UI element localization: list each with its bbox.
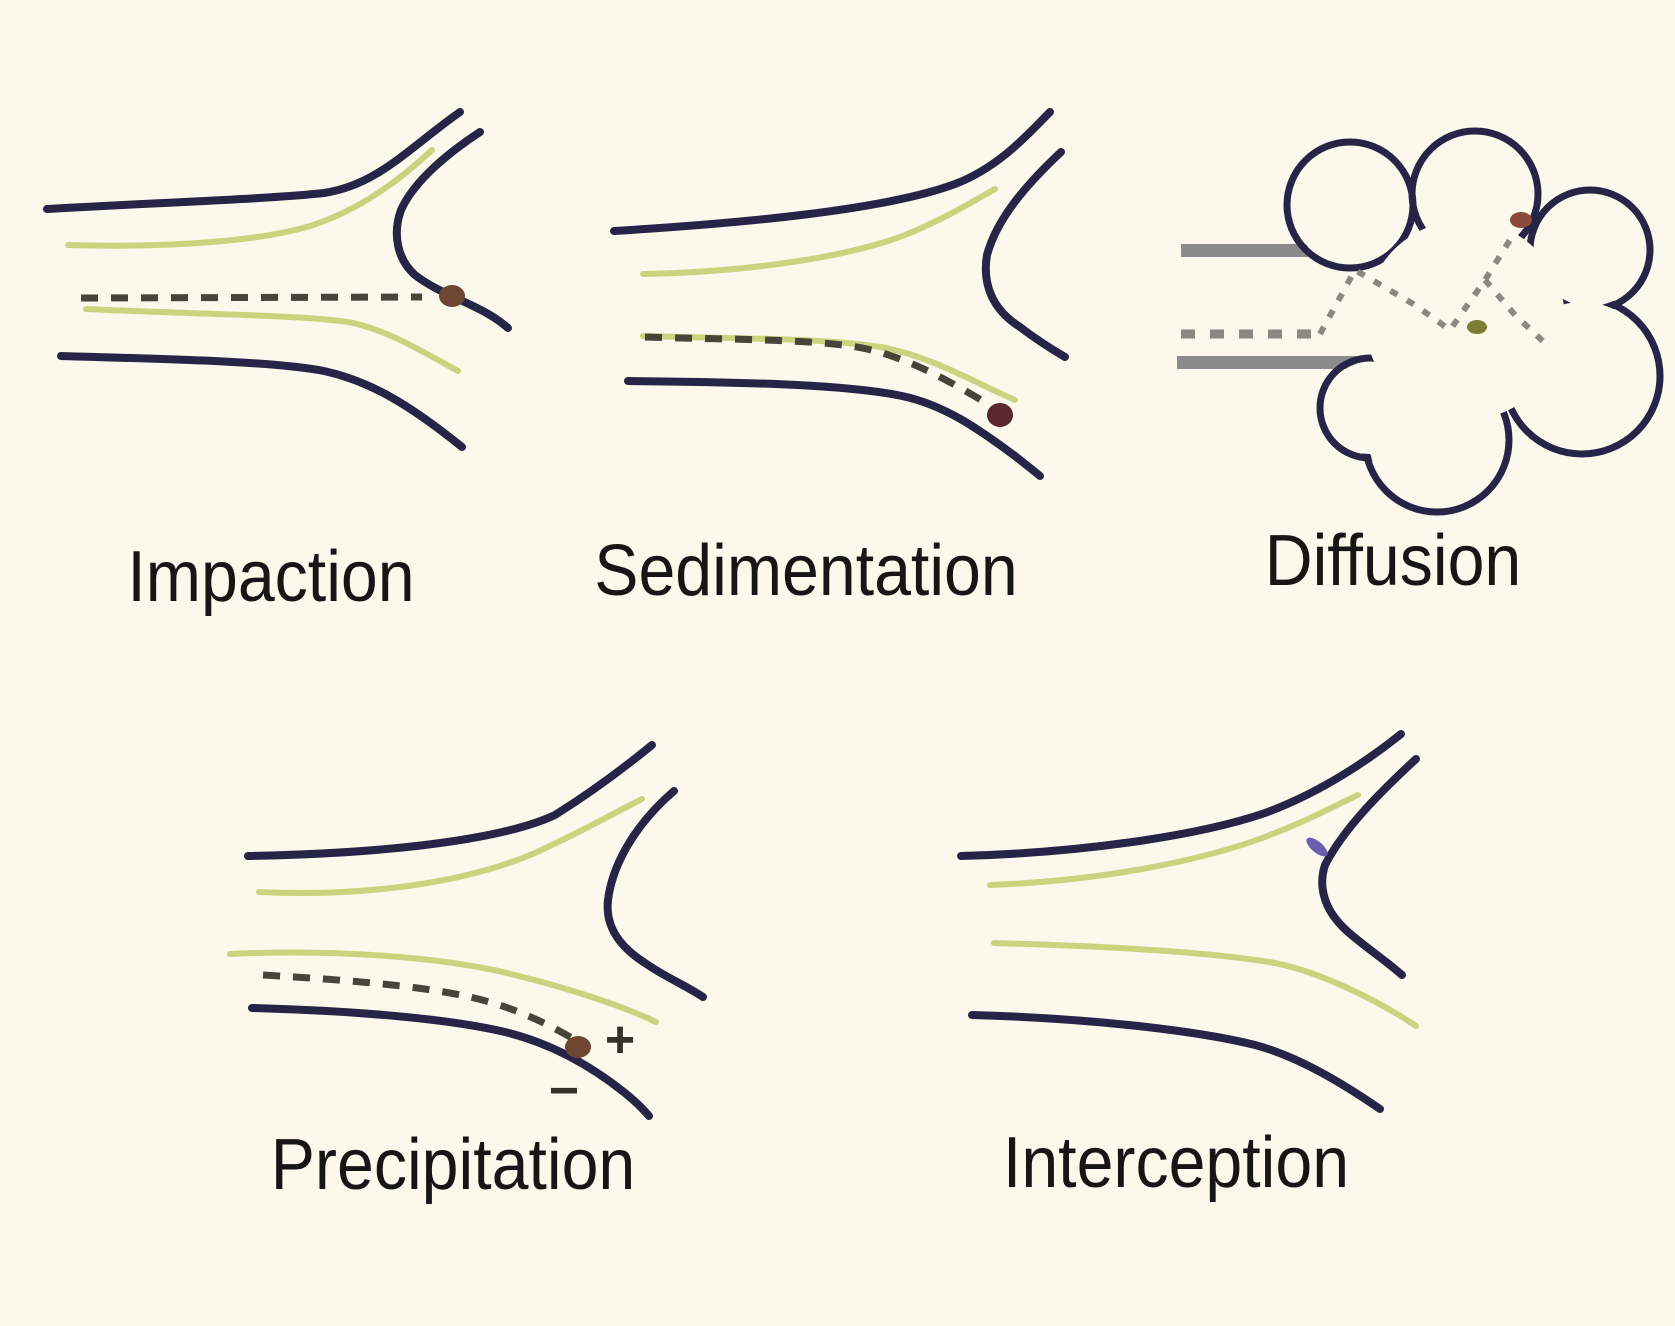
impaction-diagram (43, 108, 512, 451)
panel-diffusion (1165, 127, 1675, 530)
alveolus-outline (1283, 127, 1664, 516)
plus-charge-symbol: + (605, 1011, 635, 1069)
streamline-upper (987, 792, 1361, 888)
panel-impaction (30, 95, 530, 465)
streamline-upper (256, 796, 645, 896)
settling-particle-trajectory (644, 333, 992, 409)
airway-lower-wall (57, 352, 466, 451)
panel-precipitation: + − (215, 735, 715, 1130)
panel-interception (945, 725, 1435, 1120)
precipitation-diagram: + − (227, 741, 707, 1120)
random-walk-path (1317, 233, 1516, 336)
duct-upper-wall (1181, 244, 1308, 257)
airway-carina-wall (603, 787, 707, 1001)
charged-particle-trajectory (262, 971, 579, 1045)
airway-lower-wall (968, 1011, 1384, 1113)
streamline-lower (83, 306, 461, 374)
streamline-upper (640, 186, 998, 277)
diffusing-particle-icon (1510, 212, 1532, 228)
diffusion-diagram (1177, 127, 1664, 516)
minus-charge-symbol: − (549, 1062, 579, 1120)
sedimentation-diagram (610, 108, 1069, 480)
airway-carina-wall (1318, 755, 1420, 979)
streamline-lower (640, 333, 1018, 403)
airway-lower-wall (248, 1004, 653, 1120)
streamline-lower (227, 949, 659, 1025)
precipitation-label: Precipitation (270, 1125, 636, 1205)
airway-upper-wall (43, 108, 464, 213)
airway-upper-wall (610, 108, 1054, 235)
deposited-particle-icon (987, 403, 1013, 427)
panel-sedimentation (595, 100, 1095, 490)
sedimentation-label: Sedimentation (594, 531, 1018, 611)
interception-diagram (957, 730, 1420, 1113)
duct-lower-wall (1177, 356, 1357, 369)
airway-upper-wall (244, 741, 656, 860)
secondary-particle-icon (1467, 320, 1487, 334)
airway-carina-wall (981, 148, 1069, 361)
airway-carina-wall (392, 128, 512, 332)
particle-trajectory (80, 293, 423, 302)
diffusion-label: Diffusion (1264, 521, 1522, 601)
impacted-particle-icon (439, 285, 465, 307)
interception-label: Interception (1002, 1123, 1350, 1203)
impaction-label: Impaction (127, 537, 415, 617)
streamline-upper (65, 147, 435, 249)
streamline-lower (991, 940, 1419, 1029)
airway-lower-wall (624, 377, 1044, 480)
airway-upper-wall (957, 730, 1405, 860)
intercepted-fiber-icon (1306, 837, 1328, 857)
charged-particle-icon (565, 1036, 591, 1058)
